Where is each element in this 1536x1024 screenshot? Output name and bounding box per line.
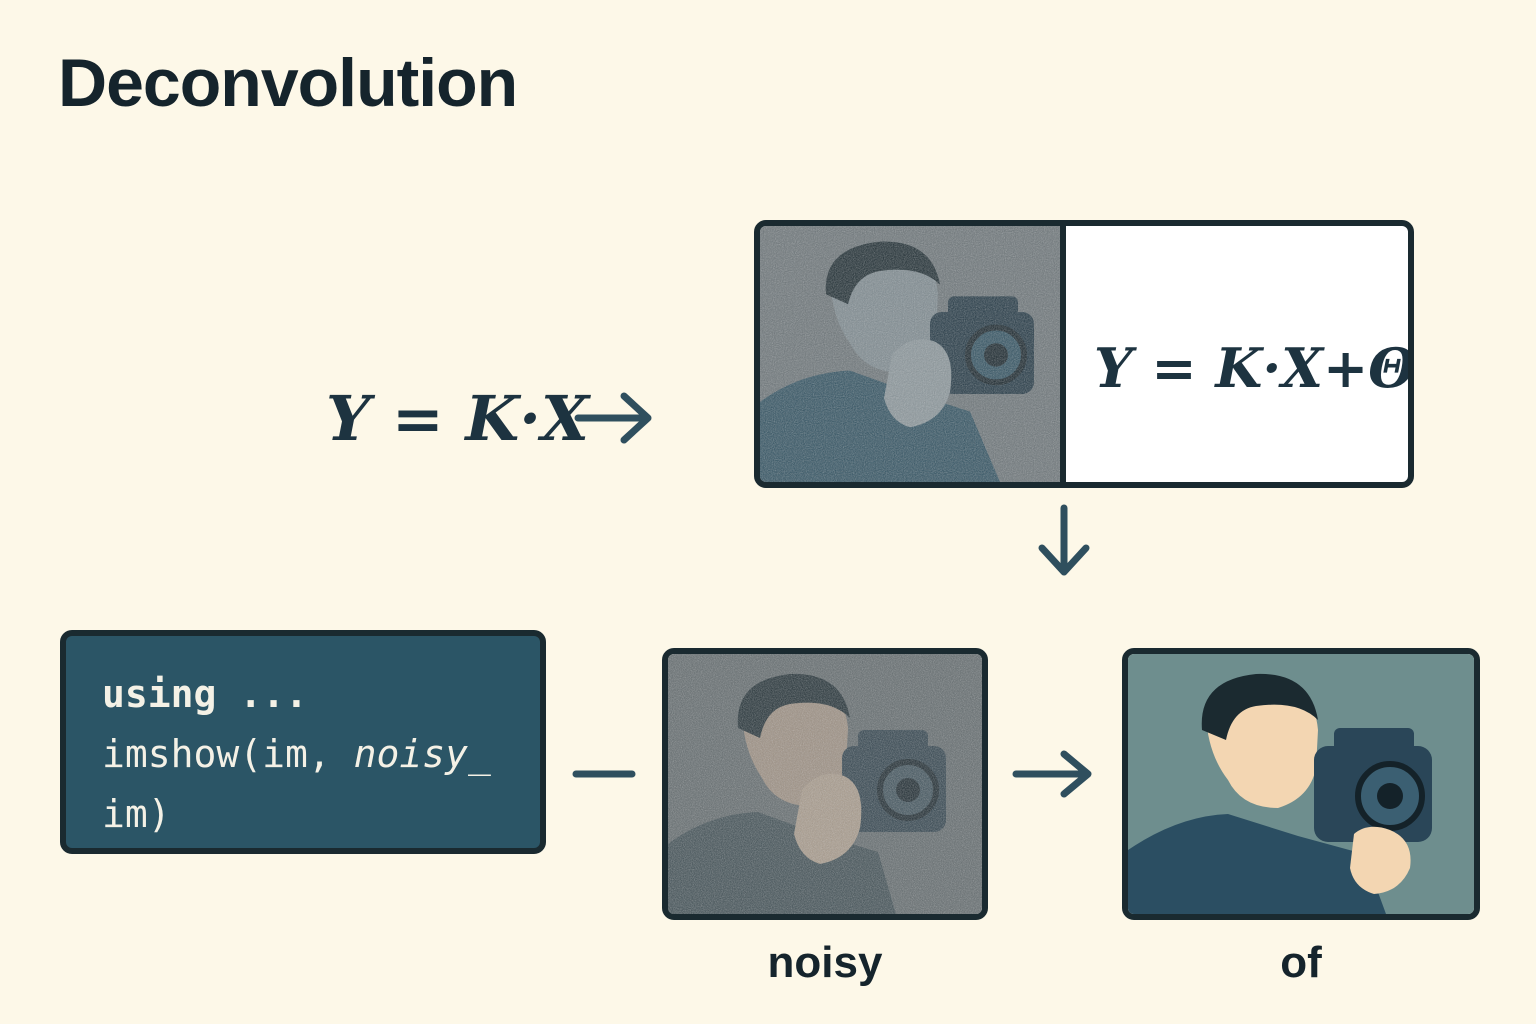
blurred-image [760, 226, 1066, 482]
code-line-1: using ... [102, 672, 308, 716]
connector-dash [572, 770, 636, 778]
arrow-right-icon [574, 392, 652, 444]
equation-noise-model: Y = K·X+Θ [1094, 336, 1414, 400]
noisy-image [662, 648, 988, 920]
code-line-2-arg: noisy_ [353, 732, 491, 776]
code-line-3: im) [102, 792, 171, 836]
arrow-right-icon [1012, 750, 1092, 798]
model-panel: Y = K·X+Θ [754, 220, 1414, 488]
code-line-2-call: imshow(im, [102, 732, 354, 776]
page-title: Deconvolution [58, 45, 518, 121]
caption-noisy: noisy [767, 938, 883, 987]
equation-convolution: Y = K·X [326, 382, 589, 455]
arrow-down-icon [1038, 504, 1090, 576]
code-snippet: using ... imshow(im, noisy_ im) [60, 630, 546, 854]
code-line-2: imshow(im, noisy_ [102, 724, 540, 784]
caption-restored: of [1280, 938, 1322, 987]
restored-image [1122, 648, 1480, 920]
